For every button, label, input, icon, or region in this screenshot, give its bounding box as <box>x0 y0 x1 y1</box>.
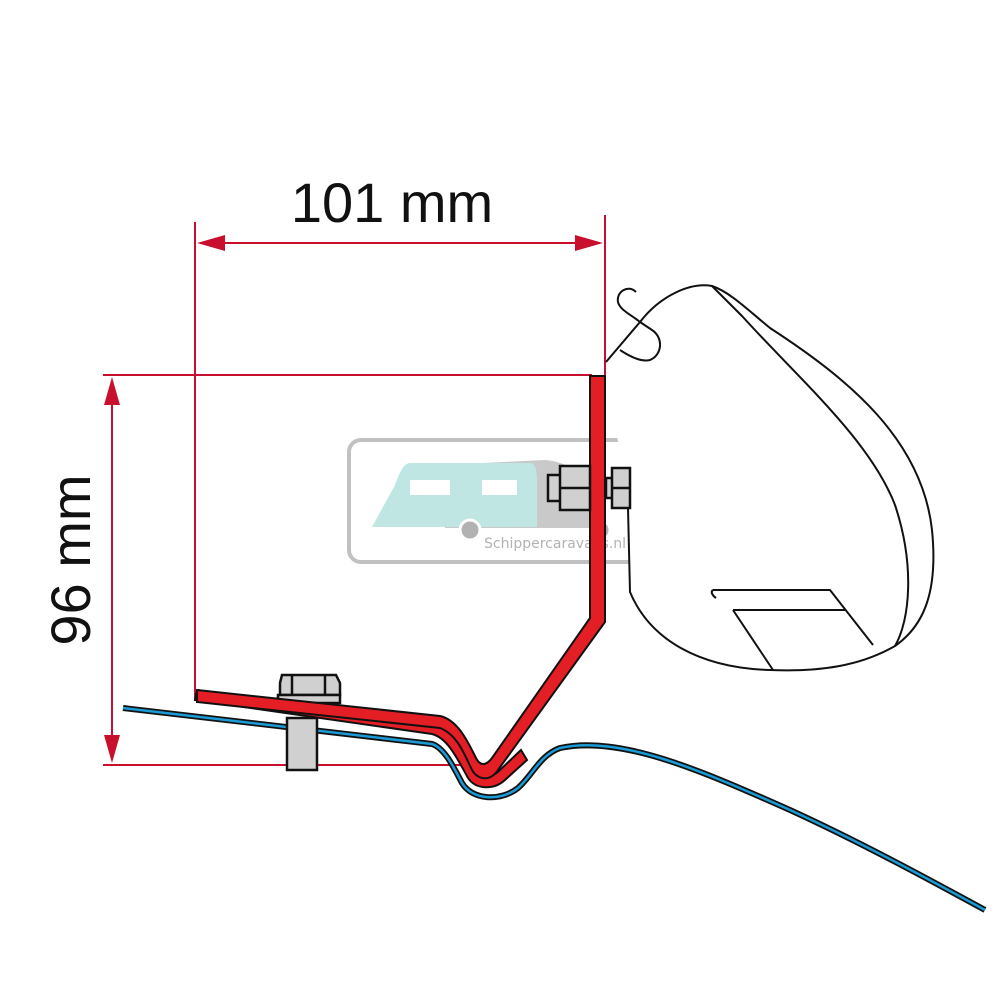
bracket-main <box>196 375 606 780</box>
arrowhead-up-icon <box>104 377 120 405</box>
width-dimension: 101 mm <box>194 171 606 700</box>
watermark-window <box>482 480 517 495</box>
watermark-window <box>410 480 450 495</box>
bottom-bolt <box>276 673 342 772</box>
watermark-caravan-icon <box>372 463 537 527</box>
watermark-wheel-icon <box>458 518 482 542</box>
arrowhead-right-icon <box>575 235 603 251</box>
bolt-head-icon <box>278 673 342 697</box>
width-label: 101 mm <box>291 171 493 234</box>
hook-icon <box>616 287 641 323</box>
awning-housing <box>605 284 935 672</box>
housing-inner-line <box>711 285 910 647</box>
vehicle-roof-line <box>122 705 987 913</box>
top-bolt <box>546 464 632 512</box>
housing-outline <box>605 284 935 672</box>
arrowhead-down-icon <box>104 735 120 763</box>
bolt-shank <box>285 716 319 772</box>
arrowhead-left-icon <box>197 235 225 251</box>
height-label: 96 mm <box>39 474 102 645</box>
housing-clip <box>619 321 661 362</box>
vehicle-roof-line-blue <box>122 706 986 912</box>
housing-panel <box>710 589 874 671</box>
